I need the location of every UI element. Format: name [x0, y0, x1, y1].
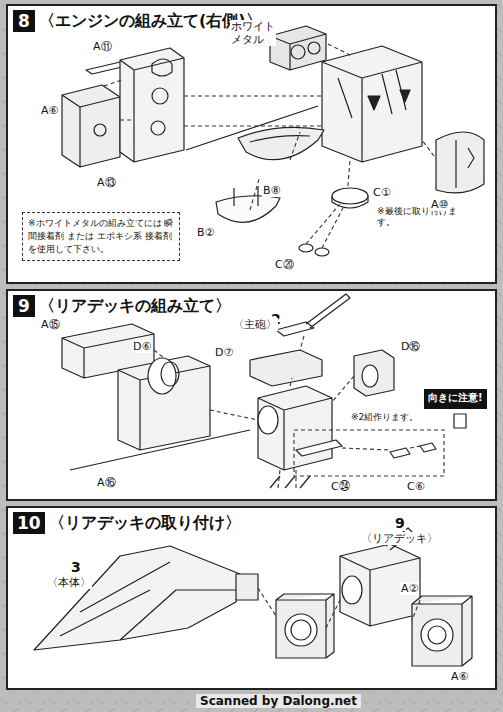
part-label: A⑮: [40, 318, 61, 331]
note-box: ※ホワイトメタルの組み立てには 瞬間接着剤 または エポキシ系 接着剤 を使用し…: [22, 212, 180, 261]
part-label: D⑥: [132, 340, 152, 353]
part-label: 〈本体〉: [46, 576, 92, 589]
step-title: 〈リアデッキの組み立て〉: [39, 294, 231, 318]
part-label: C①: [372, 186, 392, 199]
step-reference: 9: [394, 516, 406, 531]
part-label: A②: [400, 582, 419, 595]
part-label: D⑦: [214, 346, 234, 359]
part-label: A⑥: [40, 104, 59, 117]
part-label: A⑩: [430, 198, 449, 211]
step-title: 〈リアデッキの取り付け〉: [49, 511, 241, 535]
warning-text: 向きに注意!: [428, 391, 483, 405]
part-label: 〈主砲〉: [232, 318, 278, 331]
part-label: A⑥: [450, 670, 469, 683]
part-label: ホワイト メタル: [230, 20, 276, 46]
part-label: ※2組作ります。: [350, 412, 419, 423]
part-label: A⑬: [96, 176, 117, 189]
watermark: Scanned by Dalong.net: [196, 694, 361, 708]
part-label: B⑧: [262, 184, 281, 197]
part-label: 〈リアデッキ〉: [360, 532, 439, 545]
part-label: B②: [196, 226, 215, 239]
note-text: ※ホワイトメタルの組み立てには 瞬間接着剤 または エポキシ系 接着剤 を使用し…: [28, 217, 174, 256]
part-label: D⑯: [400, 340, 421, 353]
step-title: 〈エンジンの組み立て(右側)〉: [39, 9, 262, 33]
step-number: 8: [13, 10, 35, 32]
part-label: C⑳: [274, 258, 295, 271]
part-label: C⑥: [406, 480, 426, 493]
part-label: C㉔: [330, 480, 351, 493]
step-number: 10: [13, 512, 45, 534]
part-label: A⑯: [96, 476, 117, 489]
step-number: 9: [13, 295, 35, 317]
part-label: A⑪: [92, 40, 113, 53]
step-panel: 8〈エンジンの組み立て(右側)〉 ※ホワイトメタルの組み立てには 瞬間接着剤 また…: [6, 4, 497, 284]
step-reference: 3: [70, 560, 82, 575]
warning-box: 向きに注意!: [424, 389, 487, 409]
